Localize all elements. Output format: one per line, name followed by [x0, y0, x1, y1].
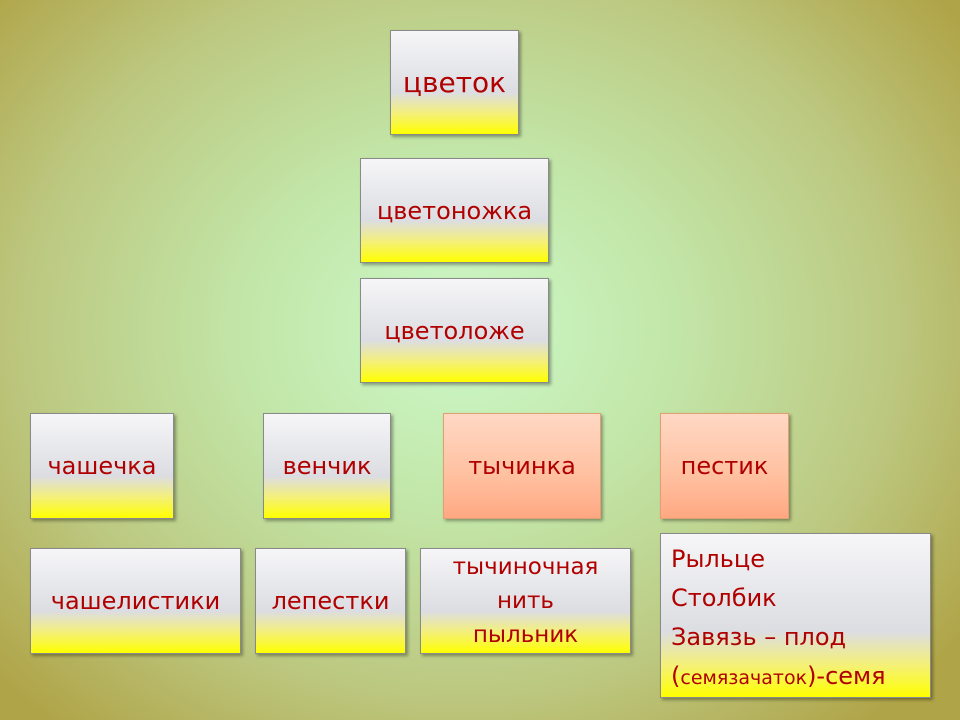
box-calyx: чашечка	[30, 413, 174, 519]
box-stamen-parts: тычиночная нить пыльник	[420, 548, 631, 654]
box-pistil: пестик	[660, 413, 789, 519]
box-corolla: венчик	[263, 413, 391, 519]
box-flower: цветок	[390, 30, 519, 135]
pistil-stigma: Рыльце	[671, 545, 766, 573]
stamen-anther: пыльник	[472, 622, 579, 648]
pistil-ovule-seed: (семязачаток)-семя	[671, 657, 886, 698]
ovule-text: семязачаток	[680, 667, 808, 689]
box-receptacle: цветоложе	[360, 278, 549, 383]
box-petals: лепестки	[255, 548, 406, 654]
pistil-ovary: Завязь – плод	[671, 623, 847, 651]
stamen-filament-line1: тычиночная	[452, 554, 599, 580]
pistil-style: Столбик	[671, 584, 777, 612]
box-pistil-parts: Рыльце Столбик Завязь – плод (семязачато…	[660, 533, 931, 698]
seed-text: )-семя	[807, 662, 886, 690]
box-stamen: тычинка	[443, 413, 601, 519]
paren-open: (	[671, 662, 681, 690]
stamen-filament-line2: нить	[497, 588, 554, 614]
box-sepals: чашелистики	[30, 548, 241, 654]
box-pedicel: цветоножка	[360, 158, 549, 263]
